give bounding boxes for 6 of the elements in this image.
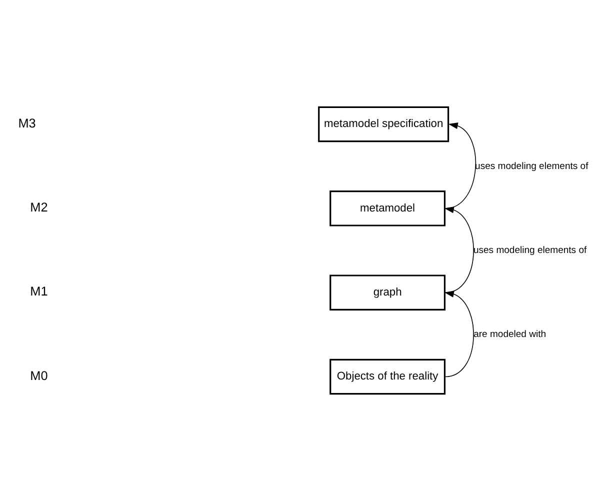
label: M1 <box>30 284 48 298</box>
label: M0 <box>30 368 48 382</box>
edge-label: are modeled with <box>474 328 546 340</box>
label: M3 <box>18 116 36 130</box>
label: M2 <box>30 200 48 214</box>
edge-label: uses modeling elements of <box>473 244 587 256</box>
